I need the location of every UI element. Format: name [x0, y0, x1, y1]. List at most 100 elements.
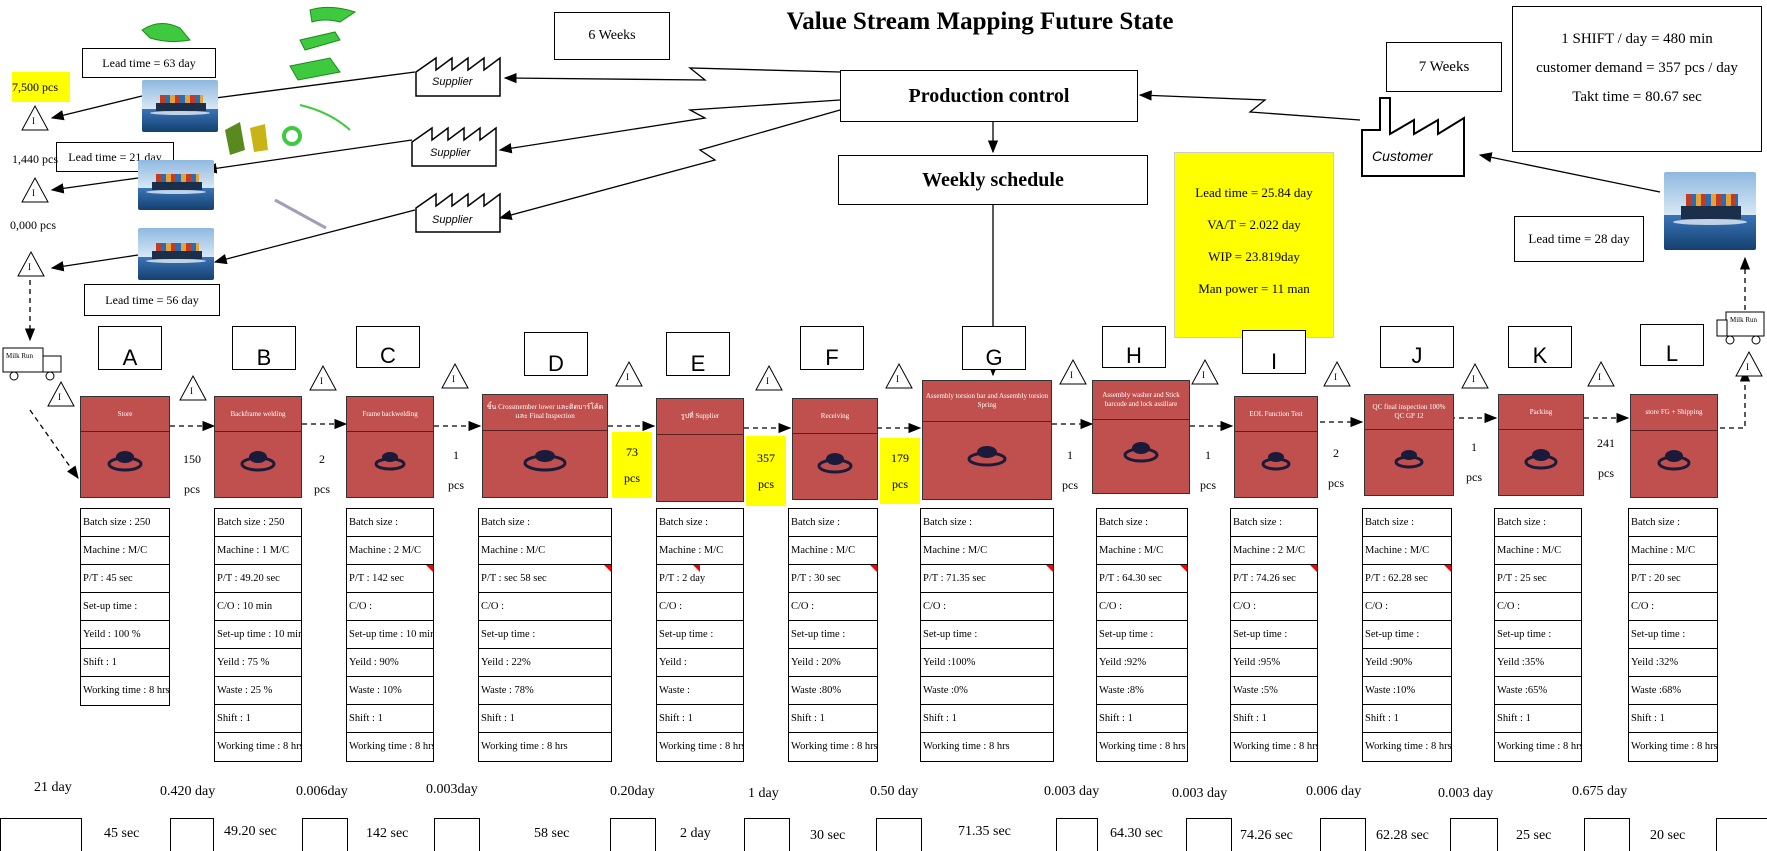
summary-line: VA/T = 2.022 day — [1175, 217, 1333, 233]
inbound-stock-qty: 7,500 pcs — [12, 72, 70, 102]
timeline-time: 25 sec — [1516, 828, 1551, 844]
data-row: Working time : 8 hrs — [921, 733, 1053, 761]
process-data-box: Batch size : 250 Machine : 1 M/C P/T : 4… — [214, 508, 302, 762]
wip-qty: 1pcs — [1456, 432, 1492, 492]
process-box: ชิ้น Crossmember lower และติดบาร์โค้ด แล… — [482, 394, 608, 498]
supplier-label: Supplier — [432, 76, 472, 88]
data-row: Set-up time : — [1363, 621, 1451, 649]
process-box: Assembly washer and Stick barcode and lo… — [1092, 380, 1190, 494]
truck-icon: Milk Run — [2, 346, 64, 382]
process-letter: B — [232, 326, 296, 370]
process-letter: H — [1102, 326, 1166, 368]
data-row: Yeild : 20% — [789, 649, 877, 677]
timeline-day: 0.003 day — [1172, 786, 1227, 802]
inventory-icon: I — [1190, 358, 1220, 386]
data-row: Yeild : 100 % — [81, 621, 169, 649]
ship-image — [138, 160, 214, 210]
process-letter: J — [1380, 326, 1454, 368]
data-row: Waste : 25 % — [215, 677, 301, 705]
process-data-box: Batch size : 250 Machine : M/C P/T : 45 … — [80, 508, 170, 706]
wip-qty: 241pcs — [1588, 428, 1624, 488]
process-letter: G — [962, 326, 1026, 370]
data-row: Machine : M/C — [921, 537, 1053, 565]
timeline-step — [1186, 818, 1232, 851]
data-row: C/O : — [347, 593, 433, 621]
data-row: Shift : 1 — [921, 705, 1053, 733]
data-row: Machine : M/C — [1495, 537, 1581, 565]
data-row: Waste : 10% — [347, 677, 433, 705]
data-row: Batch size : 250 — [215, 509, 301, 537]
operator-icon — [815, 446, 855, 476]
timeline-day: 0.003 day — [1044, 784, 1099, 800]
operator-icon — [238, 444, 278, 474]
process-letter: D — [524, 332, 588, 376]
customer-weeks-box: 7 Weeks — [1386, 42, 1502, 92]
data-row: C/O : — [657, 593, 743, 621]
timeline-time: 64.30 sec — [1110, 826, 1163, 842]
timeline-step — [1450, 818, 1498, 851]
operator-icon — [1258, 445, 1294, 473]
process-data-box: Batch size : Machine : M/C P/T : sec 58 … — [478, 508, 612, 762]
data-row: Batch size : — [1231, 509, 1317, 537]
timeline-time: 49.20 sec — [224, 824, 277, 840]
supplier-label: Supplier — [430, 147, 470, 159]
data-row: Set-up time : — [657, 621, 743, 649]
timeline-step — [1716, 818, 1767, 851]
process-data-box: Batch size : Machine : M/C P/T : 62.28 s… — [1362, 508, 1452, 762]
timeline-day: 0.006day — [296, 784, 348, 800]
inbound-stock-qty: 0,000 pcs — [10, 218, 56, 233]
data-row: Waste :5% — [1231, 677, 1317, 705]
operator-icon — [965, 438, 1009, 470]
data-row: P/T : 62.28 sec — [1363, 565, 1451, 593]
summary-line: Lead time = 25.84 day — [1175, 185, 1333, 201]
data-row: Working time : 8 hrs — [1097, 733, 1187, 761]
data-row: Shift : 1 — [81, 649, 169, 677]
timeline-time: 20 sec — [1650, 828, 1685, 844]
data-row: Shift : 1 — [215, 705, 301, 733]
truck-icon: Milk Run — [1716, 310, 1766, 346]
timeline-time: 71.35 sec — [958, 824, 1011, 840]
timeline-time: 30 sec — [810, 828, 845, 844]
timeline-day: 1 day — [748, 786, 779, 802]
process-letter: I — [1242, 330, 1306, 374]
data-row: C/O : — [1629, 593, 1717, 621]
data-row: Set-up time : — [789, 621, 877, 649]
process-name: รูปที่ Supplier — [657, 399, 743, 435]
operator-icon — [1391, 443, 1427, 471]
process-letter: L — [1640, 324, 1704, 366]
process-name: Assembly torsion bar and Assembly torsio… — [923, 381, 1051, 422]
timeline-step — [0, 818, 82, 851]
data-row: C/O : — [789, 593, 877, 621]
timeline-step — [170, 818, 214, 851]
data-row: Working time : 8 hrs — [347, 733, 433, 761]
data-row: C/O : — [1495, 593, 1581, 621]
data-row: C/O : — [1363, 593, 1451, 621]
process-box: Frame backwelding — [346, 396, 434, 498]
process-name: Assembly washer and Stick barcode and lo… — [1093, 381, 1189, 420]
inventory-icon: I — [178, 374, 208, 402]
process-data-box: Batch size : Machine : 2 M/C P/T : 142 s… — [346, 508, 434, 762]
data-row: Shift : 1 — [789, 705, 877, 733]
data-row: P/T : 30 sec — [789, 565, 877, 593]
operator-icon — [1521, 442, 1561, 472]
data-row: Waste : — [657, 677, 743, 705]
data-row: Working time : 8 hrs — [1231, 733, 1317, 761]
process-letter: E — [666, 332, 730, 376]
info-line-supplier-3 — [500, 110, 840, 218]
customer-factory-icon — [1358, 92, 1470, 180]
wip-qty: 150pcs — [174, 444, 210, 504]
inventory-icon: I — [1734, 350, 1764, 378]
process-box: Backframe welding — [214, 396, 302, 498]
data-row: Machine : 2 M/C — [1231, 537, 1317, 565]
data-row: Machine : M/C — [789, 537, 877, 565]
customer-info-line: 1 SHIFT / day = 480 min — [1513, 31, 1761, 48]
data-row: Shift : 1 — [657, 705, 743, 733]
data-row: Working time : 8 hrs — [479, 733, 611, 761]
data-row: Working time : 8 hrs — [1629, 733, 1717, 761]
data-row: Batch size : — [1629, 509, 1717, 537]
process-data-box: Batch size : Machine : 2 M/C P/T : 74.26… — [1230, 508, 1318, 762]
customer-label: Customer — [1372, 148, 1433, 164]
